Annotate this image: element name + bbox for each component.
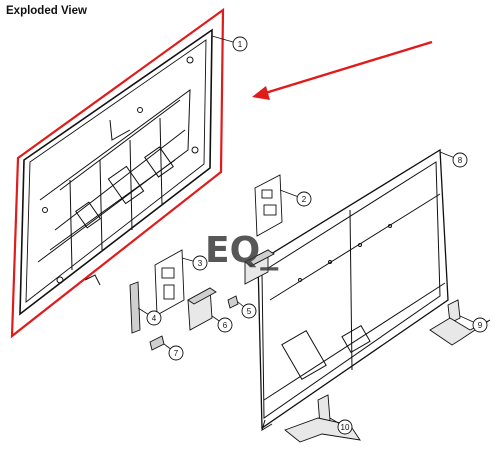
callout-circle [232, 36, 248, 52]
callout-circle [472, 317, 488, 333]
highlight-outline [10, 7, 225, 339]
callout-number: 5 [247, 307, 252, 316]
stand-9 [429, 299, 491, 346]
callout-circle [452, 152, 468, 168]
callout-circle [241, 303, 257, 319]
callout-circle [296, 191, 312, 207]
callout-number: 7 [174, 349, 179, 358]
board-2 [254, 174, 283, 237]
stand-10 [284, 394, 361, 443]
callout-group: 1 2 3 4 5 6 7 8 9 10 [137, 35, 488, 435]
callout-number: 2 [302, 195, 307, 204]
callout-number: 10 [341, 423, 350, 432]
back-cover [257, 148, 449, 432]
callout-circle [146, 310, 162, 326]
pointer-arrow [252, 40, 433, 100]
board-3 [154, 249, 185, 316]
callout-circle [168, 345, 184, 361]
part-7 [149, 335, 165, 351]
callout-number: 8 [458, 156, 463, 165]
main-panel-assembly [10, 7, 225, 339]
callout-number: 6 [223, 321, 228, 330]
diagram-title: Exploded View [6, 5, 87, 17]
speaker-block [244, 249, 275, 285]
callout-circle [337, 419, 353, 435]
clip-5 [227, 295, 239, 309]
callout-circle [217, 317, 233, 333]
callout-circle [192, 255, 208, 271]
callout-number: 4 [152, 314, 157, 323]
callout-number: 1 [238, 40, 243, 49]
strip-4 [129, 281, 141, 334]
watermark-text: EQ_ [205, 230, 278, 271]
callout-number: 9 [478, 321, 483, 330]
box-6 [187, 287, 217, 331]
callout-number: 3 [198, 259, 203, 268]
